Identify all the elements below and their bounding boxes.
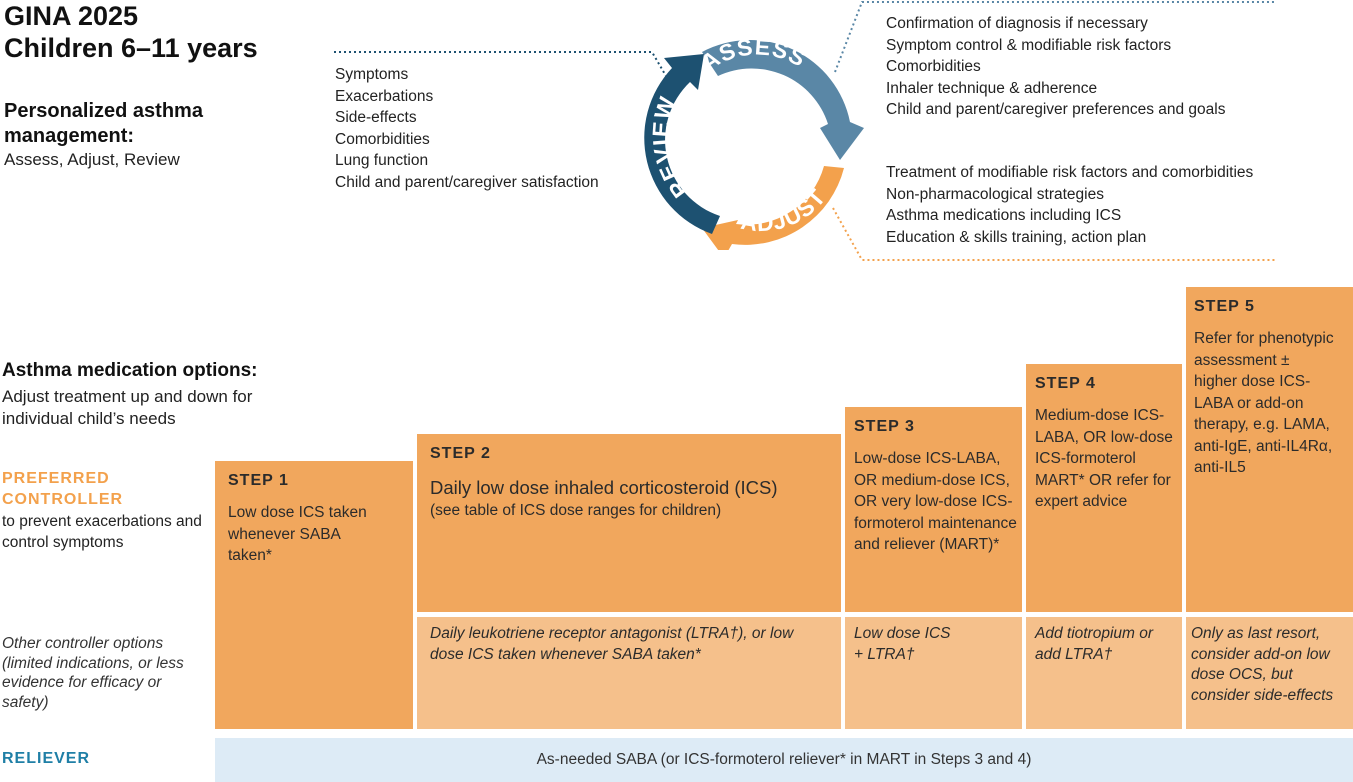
step-5-other: Only as last resort, consider add-on low… [1191,625,1334,704]
step-5-other-box: Only as last resort, consider add-on low… [1186,617,1353,729]
adjust-label: ADJUST [739,184,830,237]
svg-text:ADJUST: ADJUST [739,184,831,237]
step-2-label: STEP 2 [430,445,491,462]
adjust-segment [702,166,844,250]
cycle-diagram: ASSESS ADJUST REVIEW [644,33,864,250]
step-2-other: Daily leukotriene receptor antagonist (L… [430,625,794,663]
step-2-preferred-note: (see table of ICS dose ranges for childr… [430,502,722,519]
step-4-preferred: Medium-dose ICS-LABA, OR low-dose ICS-fo… [1035,407,1173,510]
assess-segment [702,40,864,161]
step-2-other-box: Daily leukotriene receptor antagonist (L… [417,617,841,729]
assess-item: Comorbidities [886,58,981,75]
step-5-label: STEP 5 [1194,298,1255,315]
review-item: Lung function [335,152,429,169]
step-2-box: STEP 2 Daily low dose inhaled corticoste… [417,434,841,612]
step-1-preferred: Low dose ICS taken whenever SABA taken* [228,504,367,564]
step-3-other: Low dose ICS + LTRA† [854,625,951,663]
adjust-item: Treatment of modifiable risk factors and… [886,164,1254,181]
step-2-preferred: Daily low dose inhaled corticosteroid (I… [430,477,778,498]
adjust-item: Education & skills training, action plan [886,228,1147,246]
step-1-label: STEP 1 [228,472,289,489]
page-title: GINA 2025 Children 6–11 years [4,1,258,63]
reliever-bar: As-needed SABA (or ICS-formoterol reliev… [215,738,1353,782]
management-heading: Personalized asthma management: [4,100,203,147]
medication-subheading: Adjust treatment up and down for individ… [2,387,253,428]
assess-item: Symptom control & modifiable risk factor… [886,36,1172,54]
assess-connector [834,1,1275,73]
step-4-label: STEP 4 [1035,375,1096,392]
step-4-other-box: Add tiotropium or add LTRA† [1026,617,1182,729]
review-item: Comorbidities [335,130,430,148]
adjust-item: Asthma medications including ICS [886,207,1122,224]
review-item: Child and parent/caregiver satisfaction [335,173,599,191]
step-5-preferred: Refer for phenotypic assessment ± higher… [1194,330,1334,476]
step-3-label: STEP 3 [854,418,915,435]
step-3-other-box: Low dose ICS + LTRA† [845,617,1022,729]
assess-list: Confirmation of diagnosis if necessary S… [886,13,1226,121]
assess-item: Confirmation of diagnosis if necessary [886,15,1148,32]
reliever-label: RELIEVER [2,750,91,767]
adjust-item: Non-pharmacological strategies [886,185,1104,203]
other-options-label: Other controller options (limited indica… [2,635,184,711]
preferred-controller-sub: to prevent exacerbations and control sym… [2,513,202,551]
assess-item: Inhaler technique & adherence [886,79,1098,97]
review-segment [644,54,720,234]
preferred-controller-label: PREFERRED CONTROLLER [2,470,124,508]
step-3-preferred: Low-dose ICS-LABA, OR medium-dose ICS, O… [854,450,1017,553]
review-item: Side-effects [335,109,417,126]
step-4-other: Add tiotropium or add LTRA† [1035,625,1154,663]
step-3-box: STEP 3 Low-dose ICS-LABA, OR medium-dose… [845,407,1022,612]
assess-item: Child and parent/caregiver preferences a… [886,101,1226,118]
review-item: Symptoms [335,66,409,83]
review-item: Exacerbations [335,87,434,105]
management-subheading: Assess, Adjust, Review [4,150,180,169]
step-4-box: STEP 4 Medium-dose ICS-LABA, OR low-dose… [1026,364,1182,612]
step-5-box: STEP 5 Refer for phenotypic assessment ±… [1186,287,1353,612]
adjust-list: Treatment of modifiable risk factors and… [886,162,1253,248]
step-1-box: STEP 1 Low dose ICS taken whenever SABA … [215,461,413,729]
connector-lines [334,1,1275,261]
medication-heading: Asthma medication options: [2,360,258,381]
review-list: Symptoms Exacerbations Side-effects Como… [335,64,599,193]
review-connector [334,51,667,77]
